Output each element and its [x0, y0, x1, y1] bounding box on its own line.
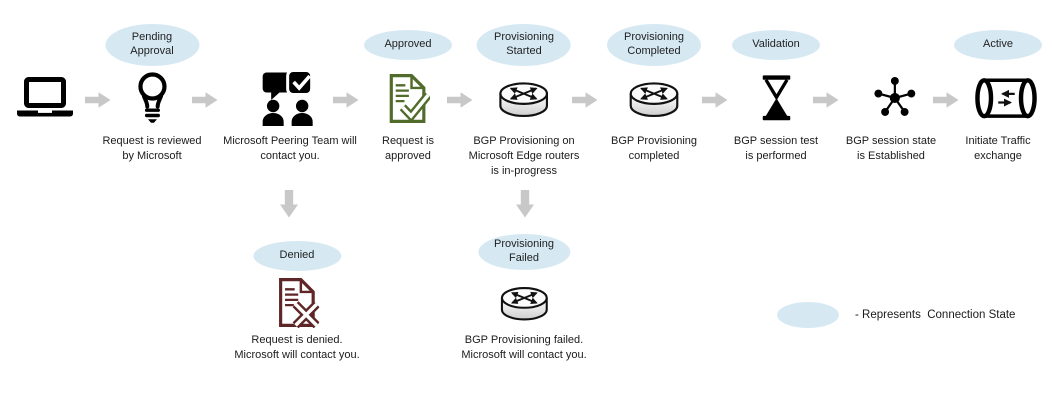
flow-arrow-icon	[447, 91, 473, 114]
step-validation: Validation BGP session test is performed	[732, 22, 820, 164]
flow-arrow-icon	[572, 91, 598, 114]
flow-arrow-icon	[333, 91, 359, 114]
step-request-submitted	[16, 22, 74, 128]
legend-label: - Represents Connection State	[855, 309, 1016, 321]
connection-state-badge: Provisioning Failed	[477, 234, 570, 270]
connection-state-badge: Active	[954, 30, 1042, 60]
flow-arrow-icon	[702, 91, 728, 114]
connection-state-badge: Provisioning Completed	[607, 24, 701, 66]
laptop-icon	[16, 68, 74, 128]
step-provisioning-started: Provisioning Started BGP Provisioning on…	[468, 22, 580, 179]
document-x-icon	[275, 277, 319, 328]
step-pending-approval: Pending Approval Request is reviewed by …	[102, 22, 202, 164]
connection-state-badge: Provisioning Started	[477, 24, 571, 66]
step-caption: BGP Provisioning failed. Microsoft will …	[461, 333, 587, 361]
router-icon	[497, 68, 551, 128]
step-session-established: BGP session state is Established	[846, 22, 936, 164]
step-caption: BGP session test is performed	[733, 135, 819, 162]
legend: - Represents Connection State	[777, 302, 1015, 328]
hourglass-icon	[760, 68, 793, 128]
connection-state-badge: Pending Approval	[105, 24, 199, 66]
branch-arrow-icon	[279, 190, 299, 223]
network-hub-icon	[872, 68, 918, 128]
legend-state-ellipse	[777, 302, 839, 328]
branch-provisioning-failed: Provisioning Failed BGP Provisioning fai…	[461, 234, 587, 362]
branch-denied: Denied Request is denied. Microsoft will…	[234, 241, 360, 363]
tunnel-icon	[975, 68, 1037, 128]
step-caption: BGP session state is Established	[845, 135, 937, 162]
step-approved: Approved Request is approved	[364, 22, 452, 164]
router-icon	[498, 280, 550, 325]
flow-arrow-icon	[85, 91, 111, 114]
step-caption: Request is denied. Microsoft will contac…	[234, 334, 360, 361]
router-icon	[627, 68, 681, 128]
step-caption: Request is approved	[382, 135, 434, 162]
branch-arrow-icon	[515, 190, 535, 223]
step-caption: BGP Provisioning completed	[610, 135, 697, 162]
peering-team-icon	[261, 68, 319, 128]
connection-state-badge: Approved	[364, 30, 452, 60]
flow-arrow-icon	[933, 91, 959, 114]
document-check-icon	[386, 68, 430, 128]
connection-state-badge: Denied	[252, 241, 341, 271]
step-active: Active Initiate Traffic exchange	[954, 22, 1042, 164]
connection-state-badge: Validation	[732, 30, 820, 60]
step-peering-team: Microsoft Peering Team will contact you.	[223, 22, 357, 164]
step-provisioning-completed: Provisioning Completed BGP Provisioning …	[607, 22, 701, 164]
step-caption: Microsoft Peering Team will contact you.	[223, 135, 357, 162]
step-caption: Request is reviewed by Microsoft	[102, 135, 202, 162]
step-caption: Initiate Traffic exchange	[965, 135, 1031, 162]
step-caption: BGP Provisioning on Microsoft Edge route…	[468, 135, 580, 177]
flow-arrow-icon	[192, 91, 218, 114]
flow-arrow-icon	[813, 91, 839, 114]
lightbulb-icon	[134, 68, 170, 128]
